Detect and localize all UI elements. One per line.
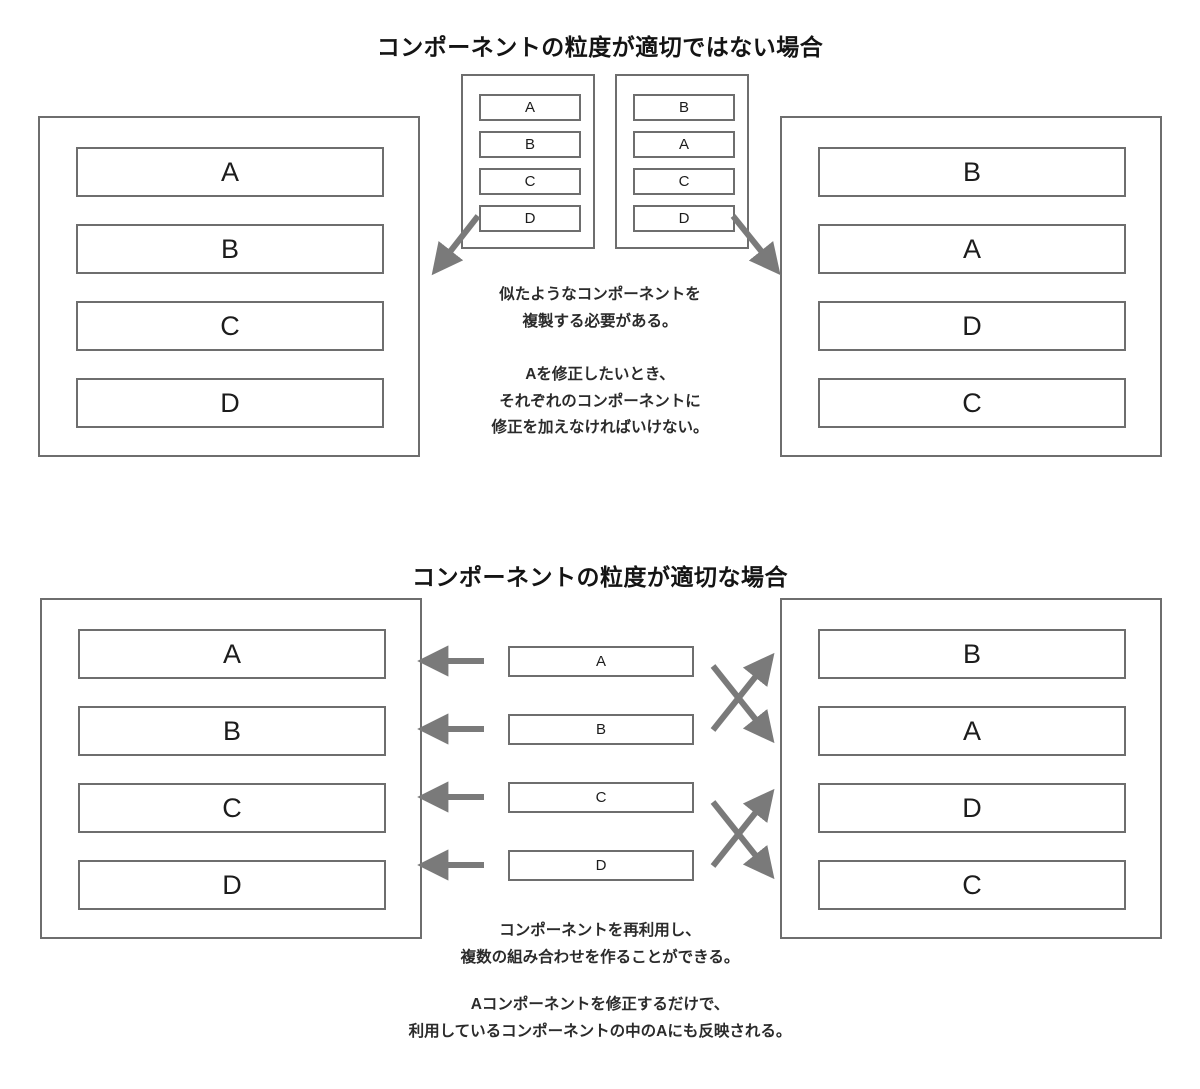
top-mini-right-slot-1: A	[633, 131, 735, 158]
bottom-left-page-panel: A B C D	[40, 598, 422, 939]
arrow-cross-icon-upper	[710, 652, 775, 744]
bottom-right-slot-1: A	[818, 706, 1126, 756]
shared-component-b: B	[508, 714, 694, 745]
top-right-slot-3: C	[818, 378, 1126, 428]
bottom-left-slot-1: B	[78, 706, 386, 756]
top-mini-left-slot-0: A	[479, 94, 581, 121]
bottom-right-slot-2: D	[818, 783, 1126, 833]
top-mini-right-slot-2: C	[633, 168, 735, 195]
top-right-page-panel: B A D C	[780, 116, 1162, 457]
top-right-slot-1: A	[818, 224, 1126, 274]
top-mini-panel-left: A B C D	[461, 74, 595, 249]
top-right-slot-2: D	[818, 301, 1126, 351]
top-left-slot-3: D	[76, 378, 384, 428]
top-left-slot-2: C	[76, 301, 384, 351]
top-left-slot-1: B	[76, 224, 384, 274]
shared-component-d: D	[508, 850, 694, 881]
arrow-cross-icon-lower	[710, 788, 775, 880]
top-mini-left-slot-2: C	[479, 168, 581, 195]
top-caption-duplicate: 似たようなコンポーネントを 複製する必要がある。	[499, 286, 701, 330]
top-left-page-panel: A B C D	[38, 116, 420, 457]
top-right-slot-0: B	[818, 147, 1126, 197]
top-mini-right-slot-0: B	[633, 94, 735, 121]
bottom-right-slot-0: B	[818, 629, 1126, 679]
bottom-caption-propagate: Aコンポーネントを修正するだけで、 利用しているコンポーネントの中のAにも反映さ…	[408, 996, 792, 1040]
top-mini-panel-right: B A C D	[615, 74, 749, 249]
top-caption-modify: Aを修正したいとき、 それぞれのコンポーネントに 修正を加えなければいけない。	[491, 366, 709, 437]
bottom-caption-reuse: コンポーネントを再利用し、 複数の組み合わせを作ることができる。	[460, 922, 740, 966]
shared-component-a: A	[508, 646, 694, 677]
bottom-left-slot-0: A	[78, 629, 386, 679]
top-mini-right-slot-3: D	[633, 205, 735, 232]
bottom-left-slot-2: C	[78, 783, 386, 833]
bottom-right-page-panel: B A D C	[780, 598, 1162, 939]
top-mini-left-slot-1: B	[479, 131, 581, 158]
bottom-right-slot-3: C	[818, 860, 1126, 910]
top-left-slot-0: A	[76, 147, 384, 197]
shared-component-c: C	[508, 782, 694, 813]
top-section-title: コンポーネントの粒度が適切ではない場合	[376, 34, 824, 60]
bottom-left-slot-3: D	[78, 860, 386, 910]
bottom-section-title: コンポーネントの粒度が適切な場合	[412, 564, 788, 590]
top-mini-left-slot-3: D	[479, 205, 581, 232]
